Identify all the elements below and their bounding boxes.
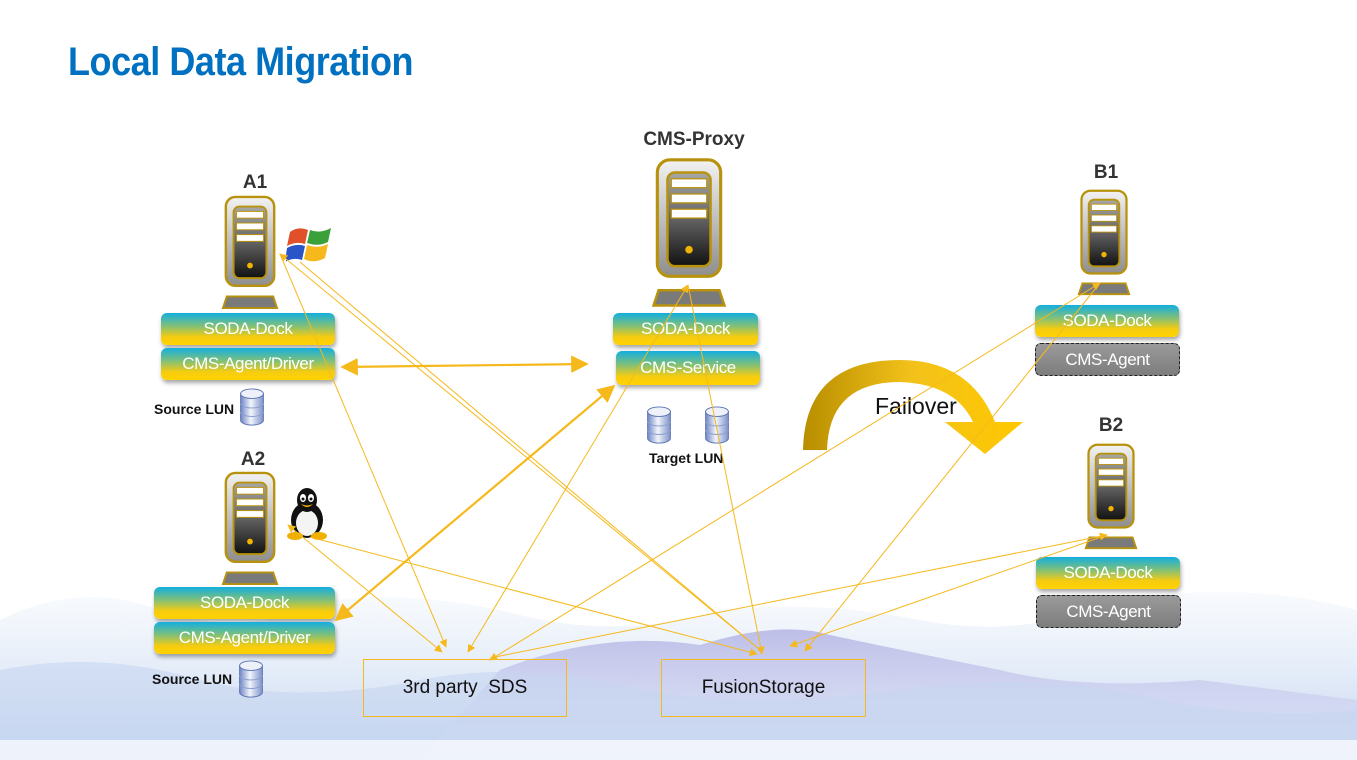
b1-soda-dock-layer[interactable]: SODA-Dock: [1035, 305, 1179, 337]
fusionstorage-storage[interactable]: FusionStorage: [661, 659, 866, 717]
database-icon: [238, 388, 266, 426]
host-b1-label: B1: [1093, 162, 1119, 183]
connector-a1-proxy: [340, 355, 589, 376]
host-a2-label: A2: [240, 449, 266, 470]
server-icon[interactable]: [1084, 440, 1138, 552]
b2-cms-agent-standby-layer[interactable]: CMS-Agent: [1036, 595, 1181, 628]
a2-cms-agent-driver-layer[interactable]: CMS-Agent/Driver: [154, 622, 335, 654]
b2-soda-dock-layer[interactable]: SODA-Dock: [1036, 557, 1180, 589]
server-icon[interactable]: [220, 470, 280, 586]
b1-cms-agent-standby-layer[interactable]: CMS-Agent: [1035, 343, 1180, 376]
host-a1-label: A1: [242, 172, 268, 193]
a2-source-lun-label: Source LUN: [152, 671, 233, 687]
server-icon[interactable]: [220, 194, 280, 310]
a2-soda-dock-layer[interactable]: SODA-Dock: [154, 587, 335, 619]
linux-tux-icon: [287, 488, 327, 540]
target-lun-label: Target LUN: [649, 450, 724, 466]
proxy-cms-service-layer[interactable]: CMS-Service: [616, 351, 760, 385]
slide-title: Local Data Migration: [68, 40, 414, 84]
cms-proxy-label: CMS-Proxy: [643, 129, 745, 150]
failover-label: Failover: [875, 393, 957, 419]
fusionstorage-label: FusionStorage: [701, 677, 826, 698]
server-icon[interactable]: [1077, 186, 1131, 298]
third-party-sds-storage[interactable]: 3rd party SDS: [363, 659, 567, 717]
proxy-soda-dock-layer[interactable]: SODA-Dock: [613, 313, 758, 345]
host-b2-label: B2: [1098, 415, 1124, 436]
server-icon[interactable]: [643, 156, 735, 308]
third-party-sds-label: 3rd party SDS: [402, 677, 528, 698]
database-icon: [703, 406, 731, 444]
a1-source-lun-label: Source LUN: [154, 401, 235, 417]
a1-soda-dock-layer[interactable]: SODA-Dock: [161, 313, 335, 345]
database-icon: [237, 660, 265, 698]
windows-logo-icon: [286, 228, 331, 262]
database-icon: [645, 406, 673, 444]
a1-cms-agent-driver-layer[interactable]: CMS-Agent/Driver: [161, 348, 335, 380]
